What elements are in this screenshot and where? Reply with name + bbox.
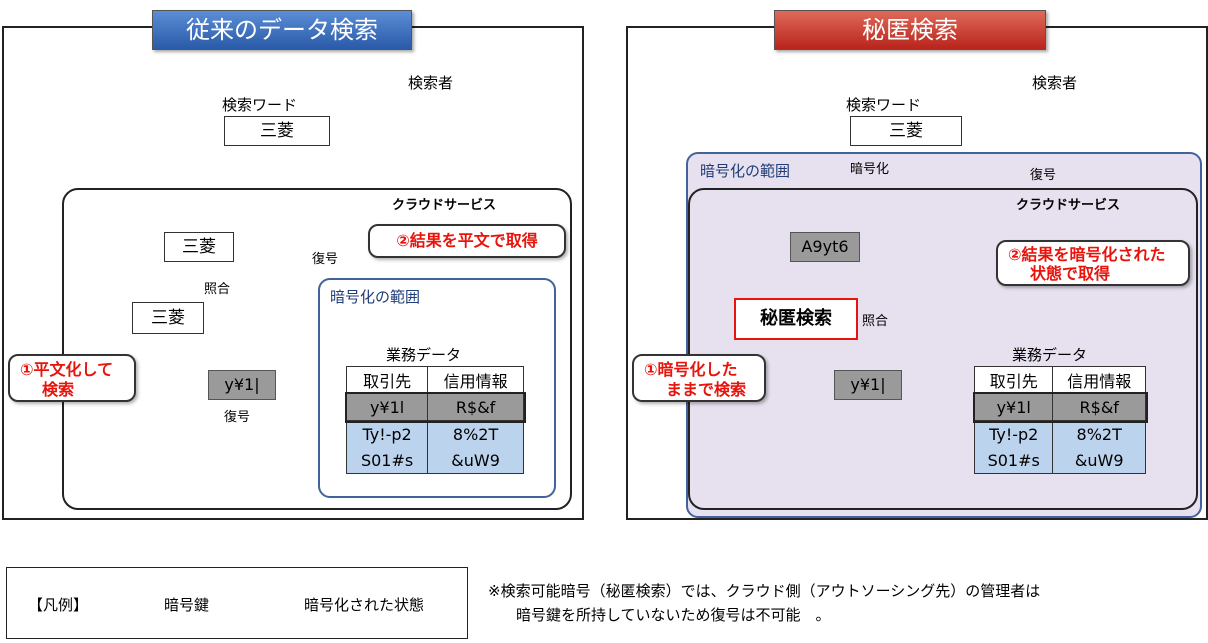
right-db-cell-2-0: S01#s (973, 447, 1054, 474)
right-callout-search: ①暗号化した ままで検索 (632, 354, 766, 402)
left-callout-search: ①平文化して 検索 (8, 354, 136, 402)
legend-key-label: 暗号鍵 (164, 596, 210, 614)
left-search-word-box: 三菱 (224, 116, 330, 146)
left-db-cell-1-1: 8%2T (427, 420, 524, 447)
left-callout-search-line2: 検索 (42, 380, 75, 399)
left-db-cell-1-0: Ty!-p2 (345, 420, 429, 447)
left-db-header-0: 取引先 (345, 366, 429, 394)
legend-lock-label: 暗号化された状態 (304, 596, 425, 614)
left-decrypt-label-top: 復号 (312, 252, 339, 267)
right-callout-result-line2: 状態で取得 (1030, 264, 1111, 283)
note-line2: 暗号鍵を所持していないため復号は不可能 。 (516, 606, 831, 624)
right-encrypt-label: 暗号化 (850, 162, 890, 177)
right-db-cell-2-1: &uW9 (1052, 447, 1146, 474)
note-line1: ※検索可能暗号（秘匿検索）では、クラウド側（アウトソーシング先）の管理者は (488, 582, 1041, 600)
right-callout-search-line2: ままで検索 (666, 380, 747, 399)
right-cloud-service-label: クラウドサービス (1016, 198, 1121, 213)
right-searcher-label: 検索者 (1032, 74, 1078, 92)
left-db-cell-0-1: R$&f (427, 393, 524, 421)
left-db-cell-2-0: S01#s (345, 447, 429, 474)
right-decrypt-label: 復号 (1030, 168, 1057, 183)
right-enc-region-title: 暗号化の範囲 (700, 162, 791, 180)
left-db-cell-0-0: y¥1l (345, 393, 429, 421)
right-callout-result-line1: ②結果を暗号化された (1008, 245, 1166, 264)
left-enc-region-title: 暗号化の範囲 (330, 288, 421, 306)
right-callout-search-line1: ①暗号化した (644, 360, 738, 379)
left-search-word-label: 検索ワード (222, 96, 298, 114)
legend-title: 【凡例】 (28, 596, 89, 614)
left-callout-search-line1: ①平文化して (20, 360, 114, 379)
left-enc-region (318, 278, 556, 498)
right-db-cell-0-1: R$&f (1052, 393, 1146, 421)
right-match-label: 照合 (862, 314, 889, 329)
left-match-word-top: 三菱 (164, 232, 234, 262)
right-encrypted-query: A9yt6 (790, 232, 860, 262)
left-searcher-label: 検索者 (408, 74, 454, 92)
right-encrypted-value: y¥1| (834, 370, 902, 400)
left-db-title: 業務データ (386, 346, 462, 364)
right-db-header-0: 取引先 (973, 366, 1054, 394)
left-encrypted-value: y¥1| (208, 370, 276, 400)
left-db-cell-2-1: &uW9 (427, 447, 524, 474)
right-search-word-box: 三菱 (850, 116, 962, 146)
left-match-label: 照合 (204, 282, 231, 297)
left-decrypt-label-bottom: 復号 (224, 410, 251, 425)
left-db-table: 取引先 信用情報 y¥1l R$&f Ty!-p2 8%2T S01#s &uW… (344, 366, 526, 474)
left-match-word-bottom: 三菱 (132, 302, 204, 334)
right-db-cell-0-0: y¥1l (973, 393, 1054, 421)
right-db-cell-1-0: Ty!-p2 (973, 420, 1054, 447)
legend-box (6, 567, 468, 639)
left-db-header-1: 信用情報 (427, 366, 524, 394)
right-db-table: 取引先 信用情報 y¥1l R$&f Ty!-p2 8%2T S01#s &uW… (972, 366, 1148, 474)
right-search-word-label: 検索ワード (846, 96, 922, 114)
right-callout-result: ②結果を暗号化された 状態で取得 (996, 240, 1190, 286)
left-cloud-service-label: クラウドサービス (392, 198, 497, 213)
left-title: 従来のデータ検索 (152, 10, 412, 50)
right-db-header-1: 信用情報 (1052, 366, 1146, 394)
right-db-title: 業務データ (1012, 346, 1088, 364)
right-secret-search-box: 秘匿検索 (734, 298, 858, 340)
right-title: 秘匿検索 (774, 10, 1046, 50)
right-db-cell-1-1: 8%2T (1052, 420, 1146, 447)
left-callout-result: ②結果を平文で取得 (368, 224, 566, 258)
